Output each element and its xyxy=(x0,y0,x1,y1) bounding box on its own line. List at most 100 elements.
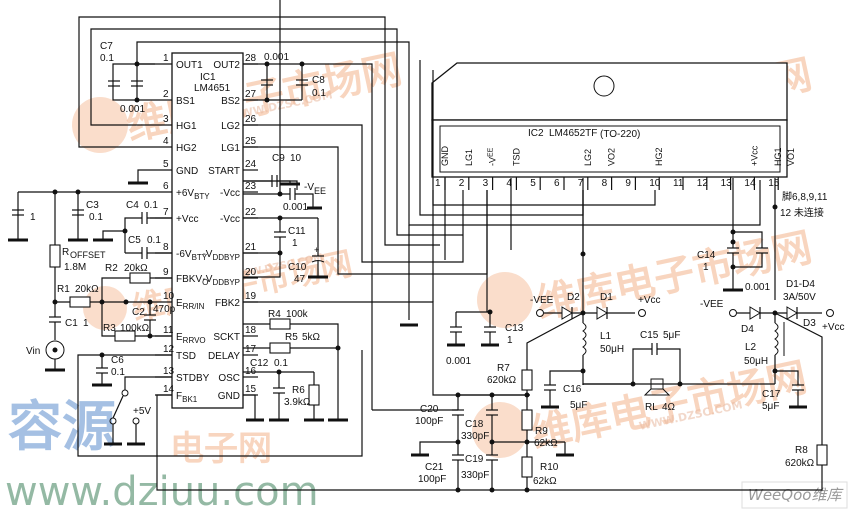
ic1-pin-7-name: +Vcc xyxy=(176,214,199,225)
ic1-pin-5-name: GND xyxy=(176,166,198,177)
svg-text:50μH: 50μH xyxy=(600,344,624,355)
svg-text:100pF: 100pF xyxy=(415,416,443,427)
output-right: C14 1 0.001 D1-D4 3A/50V -VEE D4 D3 +Vcc… xyxy=(697,231,845,469)
svg-text:C20: C20 xyxy=(420,404,439,415)
svg-text:100pF: 100pF xyxy=(418,474,446,485)
output-left: -VEE D2 D1 +Vcc L1 50μH C16 5μF xyxy=(526,190,661,411)
svg-text:D2: D2 xyxy=(567,292,580,303)
ic2-pin-label: LG2 xyxy=(583,149,593,166)
timing-network: R4 100k R5 5kΩ C12 0.1 R6 3.9kΩ xyxy=(243,309,348,422)
ic2-pin-14-number: 14 xyxy=(744,178,756,189)
svg-text:C21: C21 xyxy=(425,462,444,473)
svg-text:+: + xyxy=(314,245,319,255)
ic2-pin-label: LG1 xyxy=(464,149,474,166)
ic1-pin-20-name: -VDDBYP xyxy=(202,274,240,287)
ic2-pin-label: +Vcc xyxy=(749,145,759,166)
svg-text:C9: C9 xyxy=(272,153,285,164)
ic1-pin-17-number: 17 xyxy=(245,344,257,355)
ic1-pin-3-name: HG1 xyxy=(176,121,197,132)
svg-text:5μF: 5μF xyxy=(762,401,779,412)
svg-text:620kΩ: 620kΩ xyxy=(785,458,815,469)
svg-text:D1: D1 xyxy=(600,292,613,303)
ic1-pin-26-number: 26 xyxy=(245,114,257,125)
svg-text:0.1: 0.1 xyxy=(100,53,114,64)
svg-text:LM4651: LM4651 xyxy=(194,83,231,94)
svg-text:容源: 容源 xyxy=(8,395,116,458)
svg-text:L1: L1 xyxy=(600,331,612,342)
speaker-c15: C15 5μF RL 4Ω xyxy=(583,330,775,413)
ic1-pin-13-name: STDBY xyxy=(176,373,210,384)
ic2-pin-5-number: 5 xyxy=(530,178,536,189)
svg-text:0.001: 0.001 xyxy=(264,52,289,63)
ic2-pin-3-number: 3 xyxy=(483,178,489,189)
svg-text:620kΩ: 620kΩ xyxy=(487,375,517,386)
speaker-icon xyxy=(650,378,664,390)
svg-text:IC2: IC2 xyxy=(528,128,544,139)
svg-text:100k: 100k xyxy=(286,309,309,320)
r2-resistor xyxy=(129,272,151,284)
ic1-pin-13-number: 13 xyxy=(163,366,175,377)
svg-text:62kΩ: 62kΩ xyxy=(533,476,557,487)
svg-text:-V: -V xyxy=(304,182,314,193)
ic1-pin-28-name: OUT2 xyxy=(213,60,240,71)
ic2-pin-15-number: 15 xyxy=(768,178,780,189)
ic1-pin-21-number: 21 xyxy=(245,242,257,253)
ic1-pin-23-name: -Vcc xyxy=(220,188,240,199)
svg-text:R5: R5 xyxy=(285,332,298,343)
svg-text:0.1: 0.1 xyxy=(144,200,158,211)
ic1-pin-25-number: 25 xyxy=(245,136,257,147)
svg-text:1: 1 xyxy=(83,318,89,329)
left-supply: 1 C3 0.1 xyxy=(8,189,155,242)
input-network: R OFFSET 1.8M R1 20kΩ C1 1 Vin xyxy=(26,192,155,372)
svg-text:R4: R4 xyxy=(268,309,281,320)
ic1-pin-25-name: LG1 xyxy=(221,143,240,154)
ic2-pin-7-number: 7 xyxy=(578,178,584,189)
ic2: IC2 LM4652TF (TO-220) xyxy=(431,62,788,178)
svg-text:C8: C8 xyxy=(312,75,325,86)
svg-text:R6: R6 xyxy=(292,385,305,396)
svg-text:C14: C14 xyxy=(697,250,716,261)
ic1-pin-11-number: 11 xyxy=(163,325,174,336)
ic1-pin-3-number: 3 xyxy=(163,114,169,125)
svg-text:4Ω: 4Ω xyxy=(662,402,676,413)
ic1-pin-21-name: -VDDBYP xyxy=(202,249,240,262)
svg-text:C19: C19 xyxy=(465,454,484,465)
ic1-pin-8-name: -6VBTY xyxy=(176,249,208,262)
ic1-pin-12-number: 12 xyxy=(163,344,175,355)
svg-text:IC1: IC1 xyxy=(200,72,216,83)
svg-text:12 未连接: 12 未连接 xyxy=(780,206,824,219)
ic2-pin-6-number: 6 xyxy=(554,178,560,189)
svg-text:50μH: 50μH xyxy=(744,356,768,367)
ic1-pin-20-number: 20 xyxy=(245,267,257,278)
svg-text:1.8M: 1.8M xyxy=(64,262,86,273)
ic1-pin-14-name: FBK1 xyxy=(176,391,198,404)
svg-text:0.001: 0.001 xyxy=(446,356,471,367)
svg-text:100kΩ: 100kΩ xyxy=(120,323,150,334)
r4-resistor xyxy=(269,318,291,330)
svg-text:C4: C4 xyxy=(126,200,139,211)
svg-text:R2: R2 xyxy=(105,263,118,274)
svg-text:D4: D4 xyxy=(741,324,754,335)
ic2-pin-10-number: 10 xyxy=(649,178,661,189)
ic2-pin-label: TSD xyxy=(511,147,521,166)
svg-text:L2: L2 xyxy=(745,342,757,353)
svg-text:47: 47 xyxy=(294,274,306,285)
svg-text:3A/50V: 3A/50V xyxy=(783,292,816,303)
ic1-pin-6-number: 6 xyxy=(163,181,169,192)
feedback-divider: R7 620kΩ C20 100pF C18 330pF R9 xyxy=(411,363,574,493)
ic2-note: 脚6,8,9,11 12 未连接 xyxy=(780,190,828,219)
watermark-weeqoo: WeeQoo维库 xyxy=(741,481,848,509)
ic1-pin-9-number: 9 xyxy=(163,267,169,278)
ic1-pin-23-number: 23 xyxy=(245,181,257,192)
svg-text:C13: C13 xyxy=(505,323,524,334)
svg-text:R9: R9 xyxy=(535,426,548,437)
ic1-pin-15-number: 15 xyxy=(245,384,257,395)
ic1-pin-11-name: ERRVO xyxy=(176,332,206,345)
ic1-pin-10-name: ERR/IN xyxy=(176,298,205,311)
svg-text:R7: R7 xyxy=(497,363,510,374)
ic2-pin-1-number: 1 xyxy=(435,178,441,189)
svg-text:R10: R10 xyxy=(540,462,559,473)
ic1-pin-1-number: 1 xyxy=(163,53,169,64)
ic1-pin-22-number: 22 xyxy=(245,207,257,218)
